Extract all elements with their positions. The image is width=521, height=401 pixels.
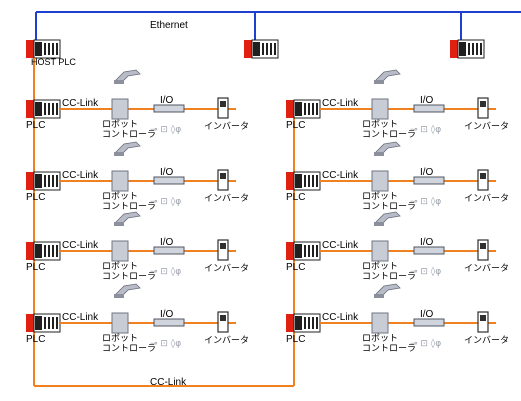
right-station-1-inverter-icon (477, 97, 489, 119)
right-station-1-field-devices-icon: ⊸ ⊡ ◊φ (410, 124, 441, 135)
left-station-1-robot-controller (111, 98, 129, 120)
right-station-3-robot-controller (371, 240, 389, 262)
left-station-2-inverter-label: インバータ (204, 193, 250, 203)
host-plc-label: HOST PLC (31, 57, 76, 67)
right-station-4-robot-controller (371, 312, 389, 334)
right-station-1-robot-controller-label: ロボット コントローラ (362, 119, 417, 139)
left-station-4-plc-rack (26, 313, 61, 333)
left-station-1-plc-label: PLC (26, 120, 46, 131)
left-station-3-robot-controller-label: ロボット コントローラ (102, 261, 157, 281)
right-station-3-io-label: I/O (420, 237, 434, 248)
right-station-4-plc-label: PLC (286, 334, 306, 345)
left-station-4-robot-controller (111, 312, 129, 334)
right-station-4-io-module (413, 318, 445, 327)
left-station-3-field-devices-icon: ⊸ ⊡ ◊φ (150, 266, 181, 277)
right-station-2-robot-arm-icon (374, 141, 401, 156)
right-station-4-robot-arm-icon (374, 283, 401, 298)
right-station-1-robot-arm-icon (374, 69, 401, 84)
right-station-1-inverter-label: インバータ (464, 121, 510, 131)
right-station-2-io-module (413, 176, 445, 185)
right-station-3-inverter-label: インバータ (464, 263, 510, 273)
right-station-1-plc-label: PLC (286, 120, 306, 131)
left-station-4-robot-controller-label: ロボット コントローラ (102, 333, 157, 353)
left-station-1-field-devices-icon: ⊸ ⊡ ◊φ (150, 124, 181, 135)
left-station-2-io-module (153, 176, 185, 185)
left-station-2-inverter-icon (217, 169, 229, 191)
right-station-1-robot-controller (371, 98, 389, 120)
left-station-1-robot-controller-label: ロボット コントローラ (102, 119, 157, 139)
right-station-2-robot-controller (371, 170, 389, 192)
left-station-1-inverter-label: インバータ (204, 121, 250, 131)
right-station-1-cclink-label: CC-Link (322, 98, 359, 109)
left-station-3-robot-controller (111, 240, 129, 262)
left-station-3-inverter-icon (217, 239, 229, 261)
left-station-4-io-module (153, 318, 185, 327)
left-station-1-cclink-label: CC-Link (62, 98, 99, 109)
right-station-2-plc-rack (286, 171, 321, 191)
left-station-1-plc-rack (26, 99, 61, 119)
right-station-3-robot-controller-label: ロボット コントローラ (362, 261, 417, 281)
left-station-4-inverter-label: インバータ (204, 335, 250, 345)
right-station-1-io-label: I/O (420, 95, 434, 106)
right-station-4-inverter-icon (477, 311, 489, 333)
left-station-3-io-module (153, 246, 185, 255)
left-station-4-robot-arm-icon (114, 283, 141, 298)
right-station-2-field-devices-icon: ⊸ ⊡ ◊φ (410, 196, 441, 207)
left-station-2-robot-controller (111, 170, 129, 192)
ethernet-label: Ethernet (150, 20, 188, 31)
right-station-4-plc-rack (286, 313, 321, 333)
right-station-4-inverter-label: インバータ (464, 335, 510, 345)
left-station-1-robot-arm-icon (114, 69, 141, 84)
right-station-2-inverter-label: インバータ (464, 193, 510, 203)
left-station-2-field-devices-icon: ⊸ ⊡ ◊φ (150, 196, 181, 207)
right-station-3-robot-arm-icon (374, 211, 401, 226)
right-station-1-plc-rack (286, 99, 321, 119)
left-station-2-cclink-label: CC-Link (62, 170, 99, 181)
right-station-3-cclink-label: CC-Link (322, 240, 359, 251)
right-station-3-io-module (413, 246, 445, 255)
right-station-2-cclink-label: CC-Link (322, 170, 359, 181)
bottom-cclink-label: CC-Link (150, 377, 187, 388)
left-station-4-io-label: I/O (160, 309, 174, 320)
right-station-2-inverter-icon (477, 169, 489, 191)
left-station-3-robot-arm-icon (114, 211, 141, 226)
left-station-4-field-devices-icon: ⊸ ⊡ ◊φ (150, 338, 181, 349)
right-station-4-io-label: I/O (420, 309, 434, 320)
right-station-4-robot-controller-label: ロボット コントローラ (362, 333, 417, 353)
left-station-2-plc-label: PLC (26, 192, 46, 203)
plc-rack-3 (450, 39, 485, 59)
right-station-3-field-devices-icon: ⊸ ⊡ ◊φ (410, 266, 441, 277)
right-station-4-field-devices-icon: ⊸ ⊡ ◊φ (410, 338, 441, 349)
right-station-3-plc-label: PLC (286, 262, 306, 273)
right-station-2-io-label: I/O (420, 167, 434, 178)
left-station-3-cclink-label: CC-Link (62, 240, 99, 251)
left-station-3-io-label: I/O (160, 237, 174, 248)
right-station-3-plc-rack (286, 241, 321, 261)
right-station-3-inverter-icon (477, 239, 489, 261)
left-station-1-io-label: I/O (160, 95, 174, 106)
left-station-3-plc-label: PLC (26, 262, 46, 273)
left-station-3-inverter-label: インバータ (204, 263, 250, 273)
left-station-1-io-module (153, 104, 185, 113)
right-station-1-io-module (413, 104, 445, 113)
left-station-1-inverter-icon (217, 97, 229, 119)
left-station-4-cclink-label: CC-Link (62, 312, 99, 323)
left-station-2-plc-rack (26, 171, 61, 191)
left-station-4-inverter-icon (217, 311, 229, 333)
left-station-2-robot-arm-icon (114, 141, 141, 156)
left-station-2-robot-controller-label: ロボット コントローラ (102, 191, 157, 211)
left-station-4-plc-label: PLC (26, 334, 46, 345)
right-station-2-robot-controller-label: ロボット コントローラ (362, 191, 417, 211)
right-station-4-cclink-label: CC-Link (322, 312, 359, 323)
left-station-3-plc-rack (26, 241, 61, 261)
host-plc-rack (26, 39, 61, 59)
left-station-2-io-label: I/O (160, 167, 174, 178)
plc-rack-2 (244, 39, 279, 59)
right-station-2-plc-label: PLC (286, 192, 306, 203)
